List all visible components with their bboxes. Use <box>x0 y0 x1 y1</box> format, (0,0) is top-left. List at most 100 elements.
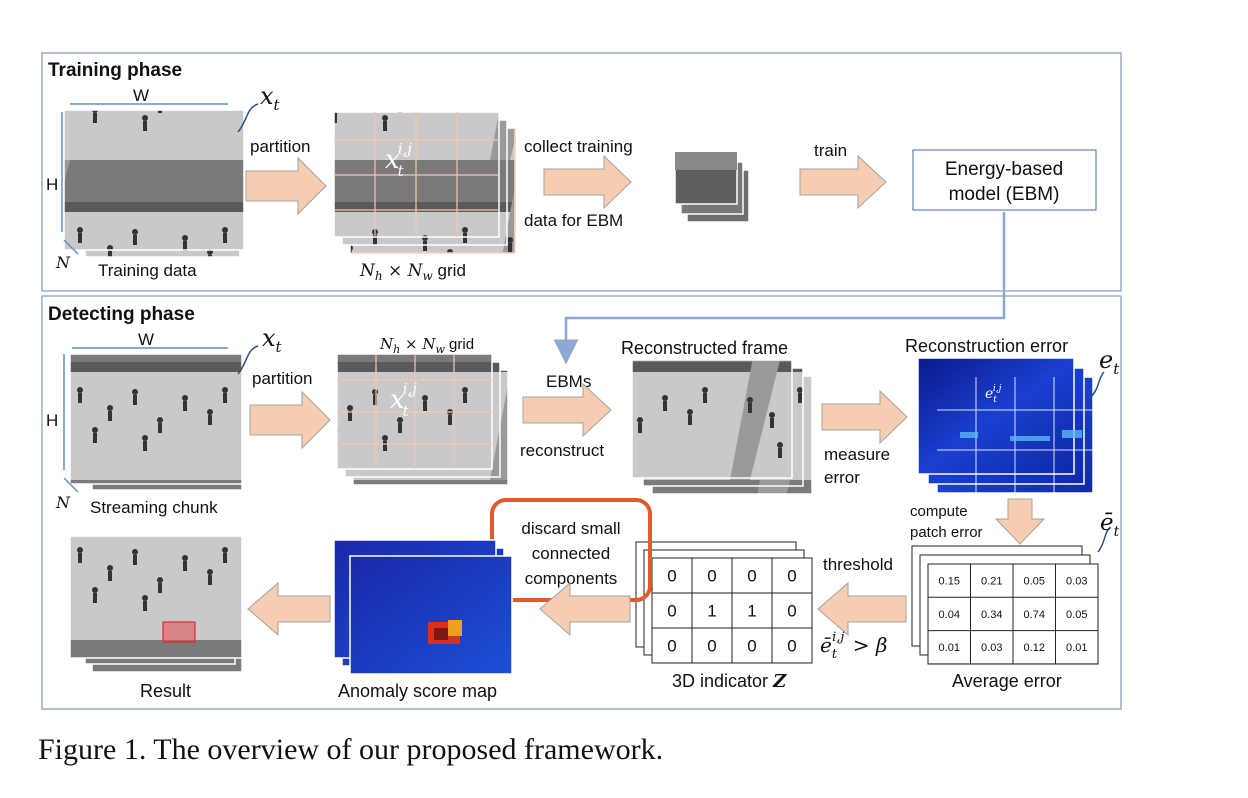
reconstructed-frame-label: Reconstructed frame <box>621 338 788 358</box>
width-label: W <box>133 86 149 105</box>
indicator-cell: 0 <box>747 637 756 656</box>
reconstruction-error-stack <box>917 357 1094 494</box>
chunk-frame-symbol: xt <box>262 324 283 356</box>
indicator-cell: 0 <box>707 637 716 656</box>
avg-error-cell: 0.04 <box>939 609 960 621</box>
avg-error-cell: 0.15 <box>939 576 960 588</box>
avg-error-cell: 0.21 <box>981 576 1002 588</box>
average-error-label: Average error <box>952 671 1062 691</box>
chunk-height-label: H <box>46 411 58 430</box>
indicator-cell: 0 <box>787 637 796 656</box>
compute-label-1: compute <box>910 503 968 520</box>
avg-error-cell: 0.05 <box>1024 576 1045 588</box>
ebm-box <box>912 149 1097 211</box>
training-partition-arrow <box>245 156 327 216</box>
chunk-depth-label: N <box>55 493 71 512</box>
threshold-condition: ēti,j > β <box>820 630 887 662</box>
frame-symbol: xt <box>260 82 281 114</box>
result-stack <box>69 535 243 673</box>
detecting-phase-title: Detecting phase <box>48 304 195 325</box>
compute-label-2: patch error <box>910 524 983 541</box>
chunk-frame-pointer <box>237 345 259 375</box>
training-partition-label: partition <box>250 137 310 156</box>
measure-label-2: error <box>824 468 860 487</box>
indicator-cell: 0 <box>787 602 796 621</box>
indicator-cell: 0 <box>787 567 796 586</box>
framework-diagram: Training phase W H N xt Training data pa… <box>41 52 1122 710</box>
reconstruct-arrow <box>522 382 612 438</box>
chunk-depth-line <box>63 477 79 493</box>
training-grid-stack <box>333 111 516 254</box>
training-patch-stack <box>674 151 750 223</box>
training-phase-title: Training phase <box>48 60 182 81</box>
anomaly-score-label: Anomaly score map <box>338 681 497 701</box>
frame-pointer <box>237 103 259 133</box>
indicator-table: 0 0 0 0 0 1 1 0 0 0 0 0 <box>651 557 813 664</box>
ebms-label: EBMs <box>546 372 591 391</box>
error-symbol: et <box>1099 346 1120 378</box>
training-grid-label: Nh × Nw grid <box>359 261 466 283</box>
discard-label-3: components <box>525 569 618 588</box>
figure-caption: Figure 1. The overview of our proposed f… <box>38 733 664 766</box>
avg-error-cell: 0.03 <box>1066 576 1087 588</box>
anomaly-score-stack <box>333 539 513 675</box>
discard-label-1: discard small <box>521 519 620 538</box>
avg-error-symbol: ēt <box>1100 510 1120 540</box>
avg-error-cell: 0.01 <box>939 642 960 654</box>
result-label: Result <box>140 681 191 701</box>
indicator-cell: 1 <box>747 602 756 621</box>
patch-error-symbol: eti,j <box>985 384 1002 405</box>
discard-arrow <box>539 581 631 637</box>
avg-error-cell: 0.34 <box>981 609 1002 621</box>
depth-label: N <box>55 253 71 272</box>
height-label: H <box>46 175 58 194</box>
compute-arrow <box>994 498 1046 545</box>
collect-arrow <box>543 154 632 210</box>
detecting-partition-label: partition <box>252 369 312 388</box>
streaming-chunk-stack <box>69 353 243 491</box>
detecting-patch-symbol: xti,j <box>390 380 417 420</box>
ebm-connector <box>553 212 1006 365</box>
avg-error-cell: 0.03 <box>981 642 1002 654</box>
indicator-label: 3D indicator Z <box>672 671 787 692</box>
reconstruct-label: reconstruct <box>520 441 604 460</box>
indicator-cell: 0 <box>747 567 756 586</box>
train-arrow <box>799 154 887 210</box>
chunk-width-label: W <box>138 330 154 349</box>
ebm-label-2: model (EBM) <box>949 184 1060 205</box>
detecting-grid-label: Nh × Nw grid <box>379 335 474 356</box>
result-arrow <box>247 581 331 637</box>
avg-error-cell: 0.01 <box>1066 642 1087 654</box>
training-patch-symbol: xti,j <box>385 140 412 180</box>
indicator-cell: 0 <box>667 567 676 586</box>
training-data-label: Training data <box>98 261 197 280</box>
indicator-cell: 0 <box>707 567 716 586</box>
streaming-chunk-label: Streaming chunk <box>90 498 218 517</box>
indicator-cell: 1 <box>707 602 716 621</box>
discard-label-2: connected <box>532 544 610 563</box>
collect-label-2: data for EBM <box>524 211 623 230</box>
threshold-arrow <box>817 581 907 637</box>
avg-error-cell: 0.05 <box>1066 609 1087 621</box>
threshold-label: threshold <box>823 555 893 574</box>
avg-error-cell: 0.74 <box>1024 609 1045 621</box>
reconstruction-error-label: Reconstruction error <box>905 336 1068 356</box>
indicator-cell: 0 <box>667 637 676 656</box>
avg-error-cell: 0.12 <box>1024 642 1045 654</box>
indicator-cell: 0 <box>667 602 676 621</box>
detecting-partition-arrow <box>249 390 331 450</box>
training-data-stack <box>63 109 245 258</box>
reconstructed-frame-stack <box>631 359 813 495</box>
collect-label-1: collect training <box>524 137 633 156</box>
avg-error-pointer <box>1097 527 1111 553</box>
detecting-grid-stack <box>336 353 509 486</box>
error-pointer <box>1089 371 1105 399</box>
measure-label-1: measure <box>824 445 890 464</box>
train-label: train <box>814 141 847 160</box>
training-panel <box>41 52 1122 292</box>
depth-dimension-line <box>63 239 79 255</box>
measure-arrow <box>821 389 908 445</box>
average-error-table: 0.15 0.21 0.05 0.03 0.04 0.34 0.74 0.05 0.01 0.03… <box>927 563 1099 665</box>
ebm-label-1: Energy-based <box>945 159 1063 180</box>
detecting-panel <box>41 295 1122 710</box>
